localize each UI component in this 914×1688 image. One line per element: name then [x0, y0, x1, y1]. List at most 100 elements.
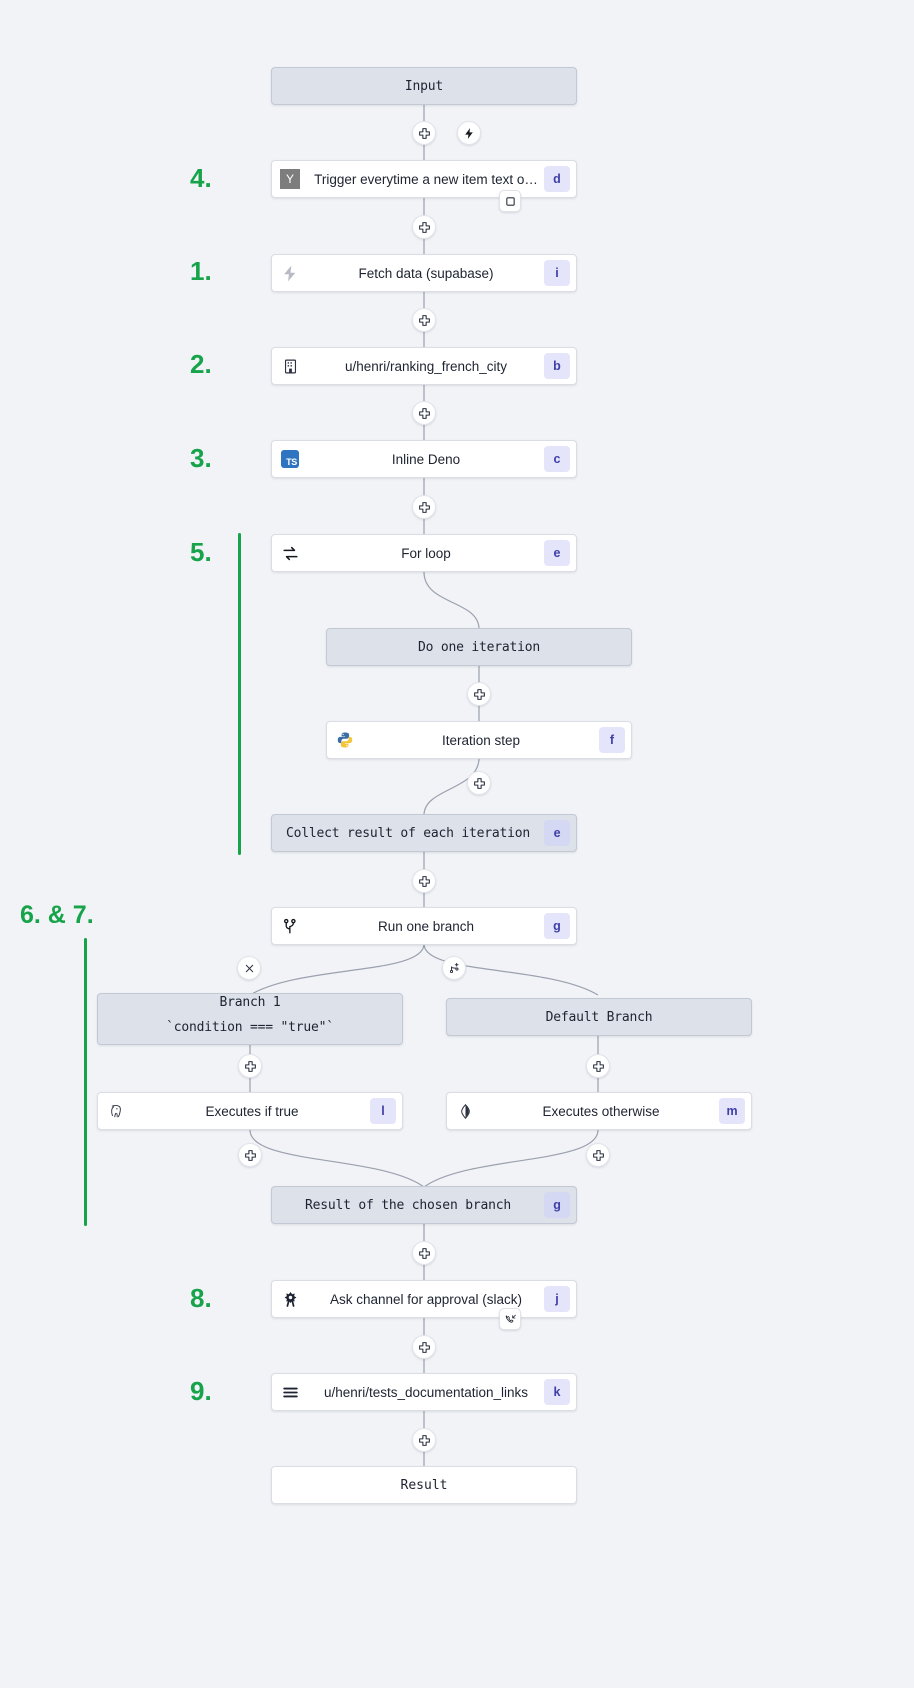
run-one-branch-node[interactable]: Run one branch g [271, 907, 577, 945]
square-icon [505, 196, 515, 206]
annotation-2: 2. [190, 349, 212, 379]
add-step-handle-after-inline-deno[interactable] [412, 495, 436, 519]
plus-cross-icon [244, 1149, 256, 1161]
trigger-node-badge: d [544, 166, 570, 192]
plus-cross-icon [418, 1434, 430, 1446]
iteration-step-node-label: Iteration step [441, 732, 521, 748]
executes-otherwise-node-badge: m [719, 1098, 745, 1124]
input-node-label: Input [404, 78, 444, 94]
add-step-handle-branch-1[interactable] [238, 1054, 262, 1078]
add-step-handle-after-fetch-data[interactable] [412, 308, 436, 332]
result-of-chosen-branch-node-label: Result of the chosen branch [305, 1197, 511, 1213]
plus-cross-icon [592, 1149, 604, 1161]
add-step-handle-after-input[interactable] [412, 121, 436, 145]
executes-if-true-node[interactable]: Executes if true l [97, 1092, 403, 1130]
tests-documentation-links-node[interactable]: u/henri/tests_documentation_links k [271, 1373, 577, 1411]
result-of-chosen-branch-node[interactable]: Result of the chosen branch g [271, 1186, 577, 1224]
close-x-icon [245, 964, 253, 972]
hamburger-lines-icon [272, 1374, 308, 1410]
collect-result-node[interactable]: Collect result of each iteration e [271, 814, 577, 852]
trigger-bolt-handle[interactable] [457, 121, 481, 145]
annotation-5: 5. [190, 537, 212, 567]
approval-callback-chip[interactable] [499, 1308, 521, 1330]
annotation-1: 1. [190, 256, 212, 286]
annotation-8: 8. [190, 1283, 212, 1313]
building-icon [272, 348, 308, 384]
add-step-handle-after-executes-otherwise[interactable] [586, 1143, 610, 1167]
annotation-3: 3. [190, 443, 212, 473]
plus-cross-icon [473, 688, 485, 700]
executes-otherwise-node[interactable]: Executes otherwise m [446, 1092, 752, 1130]
do-one-iteration-node[interactable]: Do one iteration [326, 628, 632, 666]
slack-approval-node[interactable]: Ask channel for approval (slack) j [271, 1280, 577, 1318]
postgres-elephant-icon [98, 1093, 134, 1129]
result-node-label: Result [400, 1477, 448, 1493]
fetch-data-node[interactable]: Fetch data (supabase) i [271, 254, 577, 292]
yaml-icon: Y [272, 161, 308, 197]
supabase-bolt-icon [272, 255, 308, 291]
add-step-handle-default-branch[interactable] [586, 1054, 610, 1078]
loop-scope-bracket [238, 533, 241, 855]
branch-1-node-title: Branch 1 [219, 995, 281, 1010]
add-step-handle-after-iteration-step[interactable] [467, 771, 491, 795]
for-loop-node-label: For loop [401, 545, 451, 561]
plus-cross-icon [418, 127, 430, 139]
inline-deno-node-badge: c [544, 446, 570, 472]
executes-if-true-node-badge: l [370, 1098, 396, 1124]
result-of-chosen-branch-node-badge: g [544, 1192, 570, 1218]
plus-cross-icon [418, 1341, 430, 1353]
annotation-4: 4. [190, 163, 212, 193]
trigger-node-label: Trigger everytime a new item text o… [314, 171, 538, 187]
python-icon [327, 722, 363, 758]
branch-1-node-condition: `condition === "true"` [166, 1020, 334, 1035]
typescript-icon: TS [272, 441, 308, 477]
fetch-data-node-badge: i [544, 260, 570, 286]
default-branch-node[interactable]: Default Branch [446, 998, 752, 1036]
inline-deno-node[interactable]: TS Inline Deno c [271, 440, 577, 478]
tests-documentation-links-node-badge: k [544, 1379, 570, 1405]
do-one-iteration-node-label: Do one iteration [417, 639, 541, 655]
branch-scope-bracket [84, 938, 87, 1226]
add-branch-handle[interactable] [442, 956, 466, 980]
inline-deno-node-label: Inline Deno [391, 451, 461, 467]
loop-arrows-icon [272, 535, 308, 571]
collect-result-node-label: Collect result of each iteration [285, 825, 531, 841]
run-one-branch-node-badge: g [544, 913, 570, 939]
slack-gear-icon [272, 1281, 308, 1317]
branch-1-node[interactable]: Branch 1 `condition === "true"` [97, 993, 403, 1045]
executes-if-true-node-label: Executes if true [205, 1103, 299, 1119]
add-step-handle-after-trigger[interactable] [412, 215, 436, 239]
for-loop-node[interactable]: For loop e [271, 534, 577, 572]
run-one-branch-node-label: Run one branch [377, 918, 475, 934]
input-node[interactable]: Input [271, 67, 577, 105]
annotation-9: 9. [190, 1376, 212, 1406]
annotation-6-and-7: 6. & 7. [20, 901, 94, 929]
tests-documentation-links-node-label: u/henri/tests_documentation_links [323, 1384, 529, 1400]
add-step-handle-after-ranking[interactable] [412, 401, 436, 425]
trigger-node[interactable]: Y Trigger everytime a new item text o… d [271, 160, 577, 198]
slack-approval-node-label: Ask channel for approval (slack) [329, 1291, 523, 1307]
plus-cross-icon [592, 1060, 604, 1072]
branch-fork-icon [272, 908, 308, 944]
result-node[interactable]: Result [271, 1466, 577, 1504]
ranking-french-city-node[interactable]: u/henri/ranking_french_city b [271, 347, 577, 385]
plus-cross-icon [244, 1060, 256, 1072]
delete-branch-handle[interactable] [237, 956, 261, 980]
ranking-french-city-node-label: u/henri/ranking_french_city [344, 358, 508, 374]
add-step-handle-after-branch-result[interactable] [412, 1241, 436, 1265]
plus-cross-icon [418, 314, 430, 326]
executes-otherwise-node-label: Executes otherwise [542, 1103, 660, 1119]
plus-cross-icon [418, 407, 430, 419]
add-step-handle-after-slack[interactable] [412, 1335, 436, 1359]
default-branch-node-label: Default Branch [545, 1009, 653, 1025]
for-loop-node-badge: e [544, 540, 570, 566]
add-step-handle-after-executes-if-true[interactable] [238, 1143, 262, 1167]
add-step-handle-after-loop[interactable] [412, 869, 436, 893]
slack-approval-node-badge: j [544, 1286, 570, 1312]
add-step-handle-before-result[interactable] [412, 1428, 436, 1452]
iteration-step-node[interactable]: Iteration step f [326, 721, 632, 759]
trigger-checkbox-chip[interactable] [499, 190, 521, 212]
bolt-icon [464, 127, 473, 139]
add-step-handle-in-loop[interactable] [467, 682, 491, 706]
